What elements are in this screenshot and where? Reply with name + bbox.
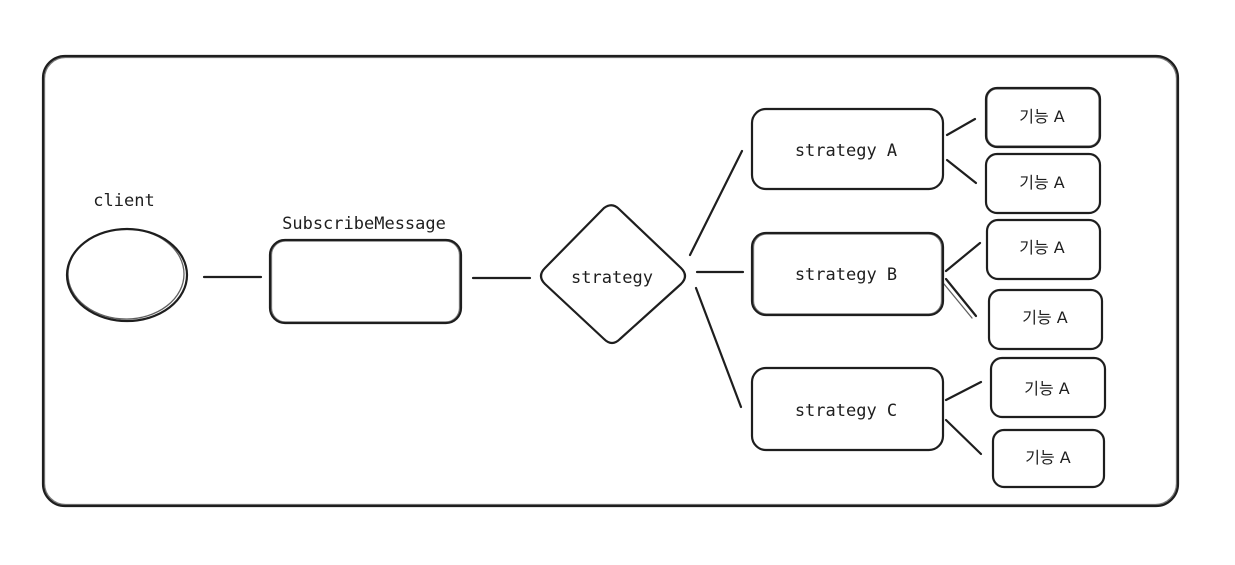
connector-decision-strategy-a — [688, 149, 744, 257]
feature-box-2 — [984, 152, 1102, 215]
subscribe-message-label: SubscribeMessage — [282, 214, 446, 234]
feature-label-6: 기능 A — [1025, 448, 1071, 467]
strategy-a-box — [750, 107, 945, 191]
connector-strategy-c-feature-2 — [944, 418, 983, 456]
strategy-a-label: strategy A — [795, 141, 897, 161]
strategy-b-label: strategy B — [795, 265, 897, 285]
feature-label-5: 기능 A — [1024, 379, 1070, 398]
connector-strategy-a-feature-1 — [945, 117, 977, 137]
strategy-b-box — [750, 231, 945, 317]
feature-label-4: 기능 A — [1022, 308, 1068, 327]
feature-box-6 — [991, 428, 1106, 489]
connector-strategy-a-feature-2 — [945, 158, 978, 185]
feature-box-3 — [985, 218, 1102, 281]
feature-label-1: 기능 A — [1019, 107, 1065, 126]
strategy-decision-diamond — [539, 204, 687, 345]
subscribe-message-box — [268, 238, 463, 325]
strategy-c-box — [750, 366, 945, 452]
connector-strategy-c-feature-1 — [944, 380, 983, 402]
feature-label-2: 기능 A — [1019, 173, 1065, 192]
outer-frame — [41, 54, 1180, 508]
feature-box-1 — [984, 86, 1102, 149]
strategy-decision-label: strategy — [571, 268, 653, 288]
feature-box-5 — [989, 356, 1107, 419]
connector-strategy-b-feature-1 — [944, 241, 982, 273]
connector-strategy-b-feature-2 — [944, 277, 978, 318]
connector-strategy-b-feature-2-sketch — [943, 283, 973, 319]
feature-label-3: 기능 A — [1019, 238, 1065, 257]
client-node — [65, 227, 189, 323]
strategy-c-label: strategy C — [795, 401, 897, 421]
connector-decision-strategy-c — [694, 286, 743, 409]
client-label: client — [93, 191, 154, 211]
feature-box-4 — [987, 288, 1104, 351]
